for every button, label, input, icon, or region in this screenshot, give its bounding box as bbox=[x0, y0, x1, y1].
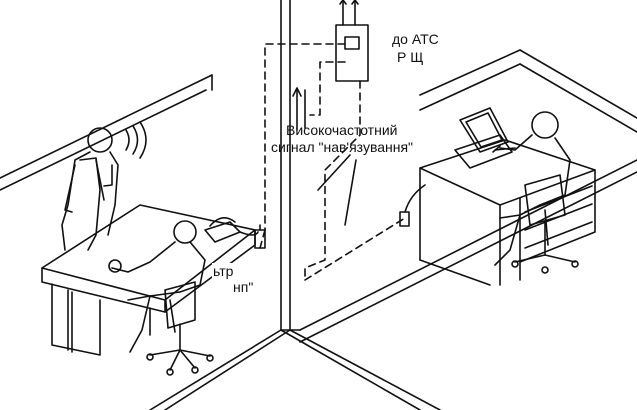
hf-signal-label-line2: сигнал "нав'язування" bbox=[271, 139, 414, 155]
right-desk bbox=[419, 139, 596, 286]
left-desk bbox=[41, 204, 256, 356]
phone-lines bbox=[259, 43, 406, 281]
distribution-board-label: Р Щ bbox=[397, 49, 424, 65]
ats-distribution-box bbox=[335, 0, 369, 82]
filter-label-line1: ьтр bbox=[212, 263, 235, 279]
seated-man-left bbox=[108, 220, 206, 353]
ats-label: до АТС bbox=[392, 31, 439, 47]
office-chair-right bbox=[511, 174, 579, 274]
telephone-left bbox=[204, 217, 259, 243]
computer-monitor bbox=[454, 107, 516, 169]
filter-label-line2: нп" bbox=[232, 279, 255, 295]
office-chair-left bbox=[146, 281, 214, 376]
filter-device-right bbox=[399, 184, 426, 227]
filter-device-left bbox=[254, 224, 266, 249]
standing-man bbox=[61, 121, 147, 251]
seated-man-right bbox=[492, 111, 571, 266]
hf-signal-label-line1: Високочастотний bbox=[286, 122, 398, 138]
signal-arrows bbox=[292, 87, 357, 226]
